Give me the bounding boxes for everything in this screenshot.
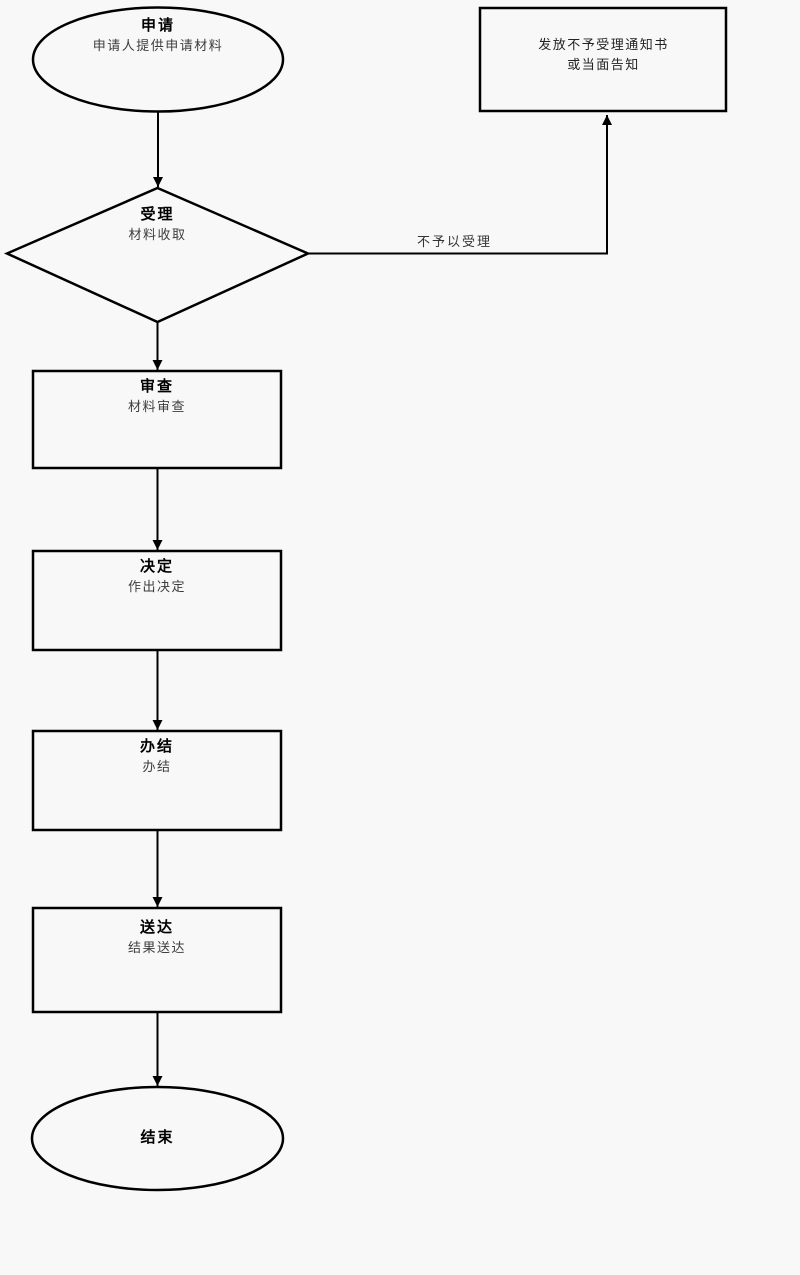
- node-notice-label: 发放不予受理通知书 或当面告知: [481, 35, 726, 75]
- node-review-label: 审查 材料审查: [33, 378, 281, 415]
- arrow-accept-to-notice: [308, 115, 612, 255]
- start-ellipse: [31, 6, 285, 113]
- notice-box: [478, 6, 728, 113]
- review-title: 审查: [139, 379, 174, 395]
- node-end-label: 结束: [32, 1129, 283, 1147]
- accept-diamond: [3, 186, 312, 324]
- node-deliver-label: 送达 结果送达: [33, 919, 281, 956]
- apply-title: 申请: [140, 18, 175, 34]
- notice-line2: 或当面告知: [567, 57, 640, 72]
- decision-subtitle: 作出决定: [127, 579, 186, 594]
- review-subtitle: 材料审查: [127, 399, 186, 414]
- review-box: [31, 369, 283, 470]
- end-title: 结束: [140, 1130, 175, 1146]
- complete-title: 办结: [139, 739, 174, 755]
- decision-title: 决定: [139, 559, 174, 575]
- deliver-box: [31, 906, 283, 1014]
- decision-box: [31, 549, 283, 652]
- accept-title: 受理: [140, 207, 175, 223]
- complete-box: [31, 729, 283, 832]
- end-ellipse: [30, 1085, 285, 1192]
- reject-edge-label: 不予以受理: [417, 234, 493, 249]
- node-apply-label: 申请 申请人提供申请材料: [33, 17, 283, 54]
- complete-subtitle: 办结: [142, 759, 172, 774]
- deliver-title: 送达: [139, 920, 174, 936]
- notice-line1: 发放不予受理通知书: [538, 37, 669, 52]
- node-accept-label: 受理 材料收取: [7, 206, 308, 243]
- node-complete-label: 办结 办结: [33, 738, 281, 775]
- apply-subtitle: 申请人提供申请材料: [92, 38, 224, 53]
- accept-subtitle: 材料收取: [128, 227, 187, 242]
- deliver-subtitle: 结果送达: [127, 940, 186, 955]
- node-decision-label: 决定 作出决定: [33, 558, 281, 595]
